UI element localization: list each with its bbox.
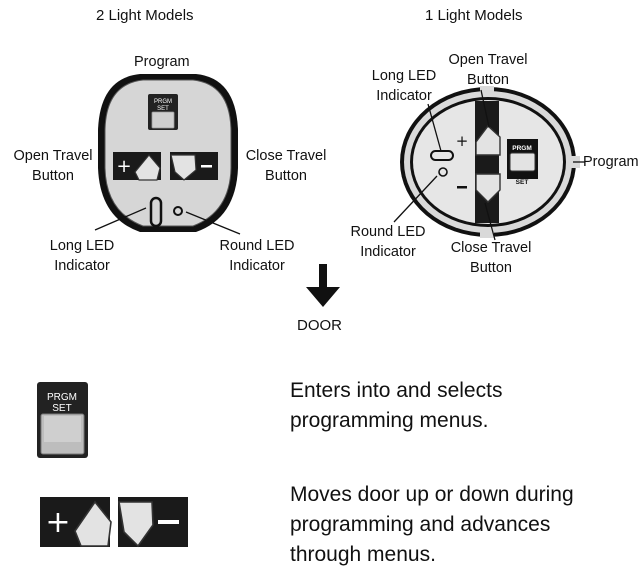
plus-icon: + bbox=[45, 505, 70, 540]
left-long-led bbox=[149, 196, 163, 228]
minus-icon bbox=[201, 165, 212, 168]
right-close-travel-button[interactable] bbox=[475, 173, 501, 203]
minus-icon bbox=[457, 186, 467, 189]
right-set-text: SET bbox=[516, 179, 529, 186]
right-panel-title: 1 Light Models bbox=[425, 7, 523, 24]
left-panel-title: 2 Light Models bbox=[96, 7, 194, 24]
right-round-led bbox=[438, 167, 448, 177]
arrow-down-icon bbox=[319, 264, 327, 292]
legend-travel-buttons-icon: + bbox=[40, 497, 188, 548]
left-open-travel-button[interactable]: + bbox=[113, 152, 161, 181]
minus-icon bbox=[158, 520, 179, 524]
right-prgm-text: PRGM bbox=[512, 145, 532, 152]
left-close-travel-button[interactable] bbox=[170, 152, 218, 181]
left-round-led bbox=[173, 206, 183, 216]
left-set-text: SET bbox=[157, 106, 169, 112]
right-open-travel-button[interactable] bbox=[475, 124, 501, 156]
svg-text:SET: SET bbox=[52, 403, 71, 414]
left-prgm-text: PRGM bbox=[154, 99, 172, 105]
left-program-label: Program bbox=[134, 54, 190, 70]
svg-text:PRGM: PRGM bbox=[47, 392, 77, 403]
right-program-label: Program bbox=[583, 154, 639, 170]
right-prgm-set-button[interactable]: PRGM SET bbox=[507, 139, 538, 186]
legend-prgm-set-icon: PRGM SET bbox=[37, 382, 88, 458]
left-prgm-set-button[interactable]: PRGM SET bbox=[148, 94, 178, 130]
door-label: DOOR bbox=[297, 317, 342, 334]
right-long-led bbox=[430, 150, 454, 161]
plus-icon: + bbox=[456, 132, 469, 150]
plus-icon: + bbox=[116, 156, 131, 177]
